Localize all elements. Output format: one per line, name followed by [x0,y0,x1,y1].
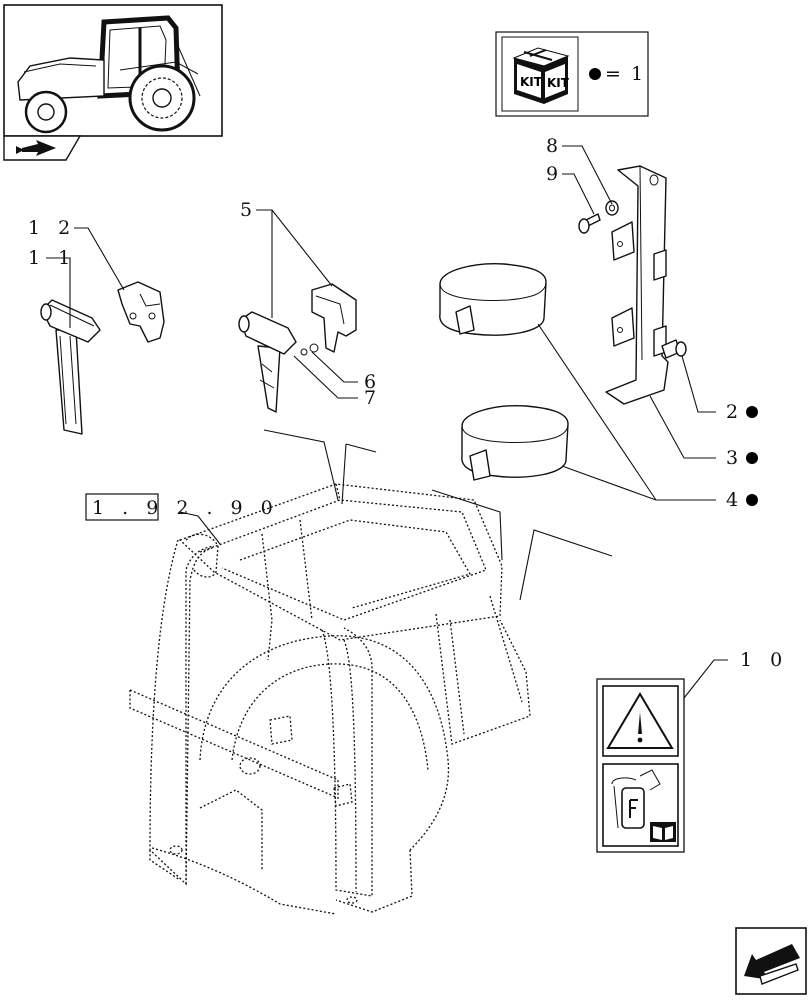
reference-link[interactable]: 1 . 9 2 . 9 0 [85,493,279,521]
part-5-bracket [311,283,357,353]
previous-page-arrow-icon[interactable] [3,135,82,161]
kit-label-right: KIT [547,76,570,90]
callout-2: 2 [726,401,744,423]
callout-4-bullet [746,494,758,506]
fire-extinguisher-icon [611,769,661,829]
tractor-thumbnail-icon[interactable] [3,4,223,137]
callout-4: 4 [726,489,744,511]
callout-3: 3 [726,447,744,469]
callout-5: 5 [240,199,258,221]
cab-frame-drawing [129,483,531,915]
callout-7: 7 [364,387,382,409]
next-page-arrow-icon[interactable] [735,927,807,995]
part-4-band-upper [439,262,547,336]
callout-9: 9 [546,163,564,185]
part-4-band-lower [461,404,569,481]
callout-6: 6 [364,371,382,393]
callout-labels: 8 9 5 1 2 1 1 6 7 2 3 4 1 0 [28,135,788,671]
part-10-decal [596,678,685,853]
kit-bullet [589,68,601,80]
leader-lines [46,145,728,699]
kit-quantity: = 1 [605,63,645,85]
reference-code: 1 . 9 2 . 9 0 [92,497,279,519]
part-2-screw [661,339,687,359]
callout-10: 1 0 [740,649,788,671]
kit-box-icon: KIT KIT [512,47,570,104]
part-11-handle [40,299,101,435]
part-8-washer [605,200,619,216]
warning-triangle-icon [606,692,674,749]
part-12-bracket [117,281,165,343]
part-3-wall-bracket [605,165,669,405]
callout-12: 1 2 [28,217,76,239]
callout-11: 1 1 [28,247,76,269]
callout-2-bullet [746,406,758,418]
callout-3-bullet [746,452,758,464]
callout-8: 8 [546,135,564,157]
kit-label-left: KIT [520,75,543,89]
manual-book-icon [650,822,676,842]
kit-legend: KIT KIT = 1 [495,31,649,117]
part-5-handle [238,311,319,413]
part-9-screw [578,213,601,234]
